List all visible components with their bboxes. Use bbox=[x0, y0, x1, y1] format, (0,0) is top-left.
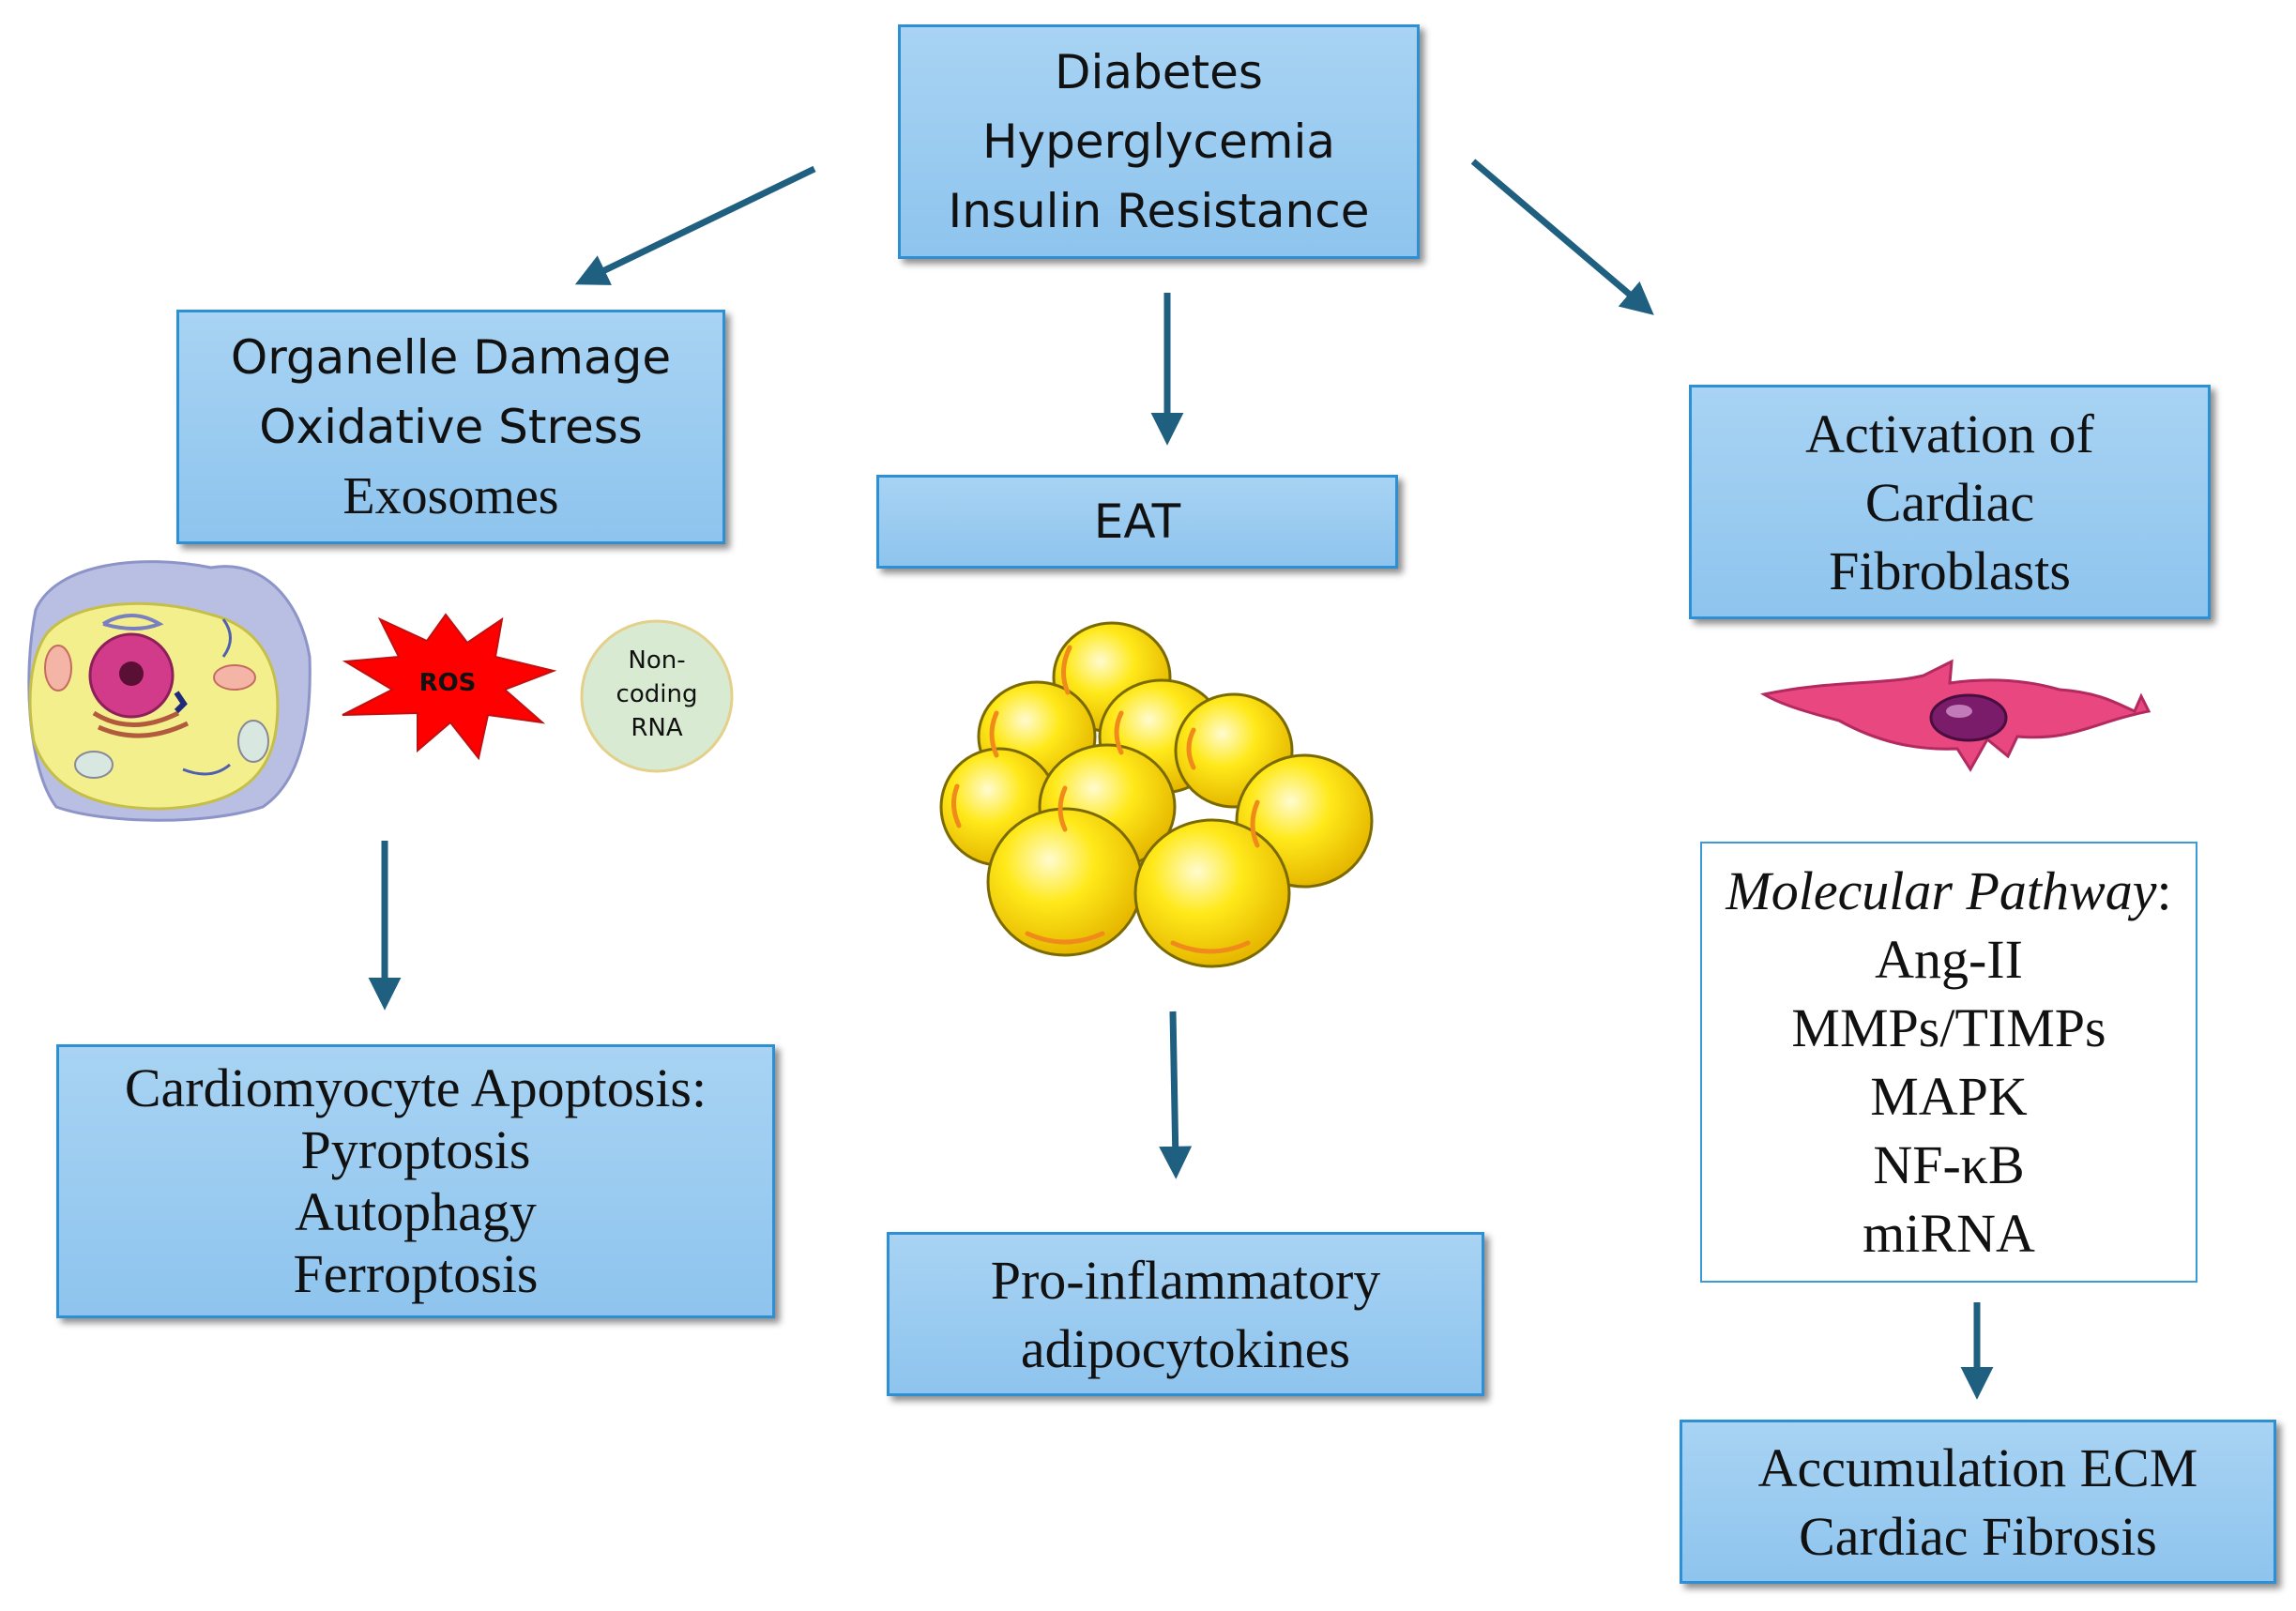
fibroblast-activation-box: Activation of Cardiac Fibroblasts bbox=[1689, 385, 2211, 619]
eat-box: EAT bbox=[876, 475, 1398, 569]
apoptosis-line-2: Pyroptosis bbox=[300, 1119, 531, 1180]
right-line-1: Activation of bbox=[1805, 403, 2094, 464]
right-line-3: Fibroblasts bbox=[1829, 540, 2071, 601]
adipocytokines-line-1: Pro-inflammatory bbox=[990, 1249, 1381, 1311]
fibrosis-box: Accumulation ECM Cardiac Fibrosis bbox=[1680, 1420, 2276, 1584]
adipocytokines-box: Pro-inflammatory adipocytokines bbox=[887, 1232, 1484, 1396]
pathway-item-ang-ii: Ang-II bbox=[1875, 929, 2023, 990]
rna-line-2: coding bbox=[616, 680, 698, 708]
pathway-item-mapk: MAPK bbox=[1870, 1066, 2028, 1127]
organelle-damage-box: Organelle Damage Oxidative Stress Exosom… bbox=[176, 310, 725, 544]
arrow-center-down bbox=[1159, 1011, 1193, 1179]
pathway-title: Molecular Pathway bbox=[1726, 860, 2157, 921]
arrow-top-to-left bbox=[574, 165, 816, 285]
ros-label: ROS bbox=[419, 669, 477, 697]
left-line-3: Exosomes bbox=[342, 467, 559, 525]
pathway-title-line: Molecular Pathway: bbox=[1726, 857, 2171, 925]
apoptosis-line-3: Autophagy bbox=[295, 1181, 537, 1242]
diabetes-box: Diabetes Hyperglycemia Insulin Resistanc… bbox=[898, 24, 1420, 259]
rna-line-3: RNA bbox=[631, 714, 683, 742]
adipocytokines-line-2: adipocytokines bbox=[1020, 1317, 1351, 1379]
apoptosis-line-1: Cardiomyocyte Apoptosis: bbox=[124, 1057, 707, 1118]
right-line-2: Cardiac bbox=[1864, 471, 2035, 533]
top-line-2: Hyperglycemia bbox=[981, 114, 1336, 169]
fibrosis-line-1: Accumulation ECM bbox=[1757, 1436, 2198, 1498]
arrow-top-to-right bbox=[1470, 159, 1654, 315]
rna-line-1: Non- bbox=[628, 646, 685, 675]
top-line-3: Insulin Resistance bbox=[948, 184, 1370, 238]
apoptosis-box: Cardiomyocyte Apoptosis: Pyroptosis Auto… bbox=[56, 1044, 775, 1318]
molecular-pathway-box: Molecular Pathway: Ang-II MMPs/TIMPs MAP… bbox=[1700, 842, 2197, 1283]
pathway-item-mmps: MMPs/TIMPs bbox=[1791, 997, 2106, 1058]
fibrosis-line-2: Cardiac Fibrosis bbox=[1799, 1505, 2157, 1567]
pathway-item-mirna: miRNA bbox=[1863, 1203, 2035, 1264]
top-line-1: Diabetes bbox=[1055, 45, 1263, 99]
apoptosis-line-4: Ferroptosis bbox=[293, 1243, 539, 1304]
left-line-1: Organelle Damage bbox=[230, 330, 672, 385]
left-line-2: Oxidative Stress bbox=[259, 400, 643, 454]
eat-label: EAT bbox=[1093, 494, 1181, 549]
pathway-title-colon: : bbox=[2156, 860, 2172, 921]
pathway-item-nfkb: NF-κB bbox=[1873, 1134, 2025, 1195]
